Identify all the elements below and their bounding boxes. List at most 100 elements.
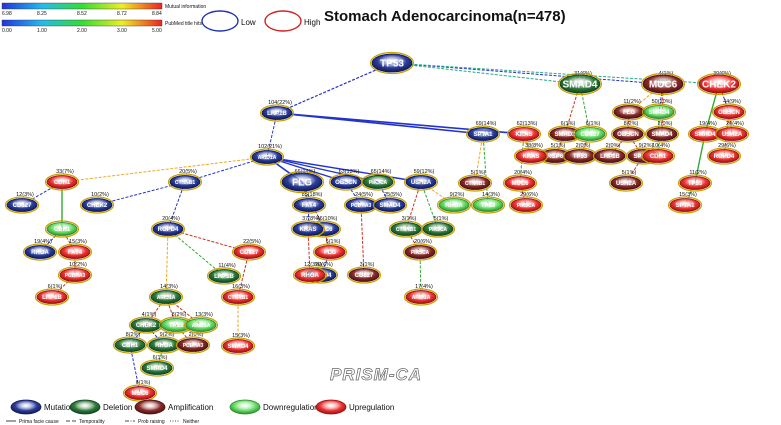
edge-label: 104(22%) (268, 100, 292, 106)
node-label: RHOA (31, 250, 49, 256)
scale-tick: 8.25 (37, 11, 47, 17)
edge-TP53-LRP1Ba (276, 62, 393, 114)
node-obscn[interactable]: OBSCN (711, 103, 747, 121)
node-muc6[interactable]: MUC6 (502, 174, 538, 192)
edge-label: 3(1%) (402, 216, 417, 222)
node-smad4[interactable]: SMAD4 (220, 337, 256, 355)
node-pcdha3[interactable]: PCDHA3 (343, 196, 379, 214)
node-cd827[interactable]: CD827 (4, 196, 40, 214)
node-chek2[interactable]: CHEK2 (128, 316, 164, 334)
range-low-ellipse (201, 10, 239, 32)
node-flg[interactable]: FLG (279, 170, 325, 194)
edge-label: 59(12%) (414, 169, 435, 175)
node-rhoa[interactable]: RHOA (436, 196, 472, 214)
node-ctnnb1[interactable]: CTNNB1 (457, 174, 493, 192)
node-ctnnb1[interactable]: CTNNB1 (388, 220, 424, 238)
node-muc6[interactable]: MUC6 (640, 72, 686, 96)
node-smad4[interactable]: SMAD4 (687, 125, 723, 143)
node-spta1[interactable]: SPTA1 (465, 125, 501, 143)
edge-label: 6(1%) (136, 380, 151, 386)
node-kras[interactable]: KRAS (506, 125, 542, 143)
node-pik3ca[interactable]: PIK3CA (360, 173, 396, 191)
node-arid1a[interactable]: ARID1A (403, 288, 439, 306)
node-label: LRP1B (42, 295, 62, 301)
node-label: CDH1 (650, 154, 667, 160)
node-ctnnb1[interactable]: CTNNB1 (220, 288, 256, 306)
node-lrp1b[interactable]: LRP1B (259, 104, 295, 122)
node-pcdha3[interactable]: PCDHA3 (175, 336, 211, 354)
legend-amplification-swatch (134, 399, 166, 415)
node-pik3ca[interactable]: PIK3CA (420, 220, 456, 238)
node-cd827[interactable]: CD827 (231, 243, 267, 261)
node-ush2a[interactable]: USH2A (608, 174, 644, 192)
edge-ARID1Aa-CDH1b (61, 156, 268, 183)
node-lrp1b[interactable]: LRP1B (206, 267, 242, 285)
edge-label: 24(5%) (355, 192, 373, 198)
node-pik3ca[interactable]: PIK3CA (508, 196, 544, 214)
node-cdh1[interactable]: CDH1 (112, 336, 148, 354)
edge-label: 22(5%) (243, 239, 261, 245)
node-spta1[interactable]: SPTA1 (667, 196, 703, 214)
scale-tick: 5.00 (152, 28, 162, 34)
node-arid1a[interactable]: ARID1A (249, 148, 285, 166)
node-label: TP53 (573, 154, 588, 160)
node-tp53[interactable]: TP53 (677, 174, 713, 192)
node-smad4[interactable]: SMAD4 (644, 125, 680, 143)
node-muc6[interactable]: MUC6 (122, 384, 158, 402)
edge-label: 9(2%) (160, 332, 175, 338)
edge-label: 20(6%) (414, 239, 432, 245)
scale-name-0: Mutual information (165, 4, 206, 10)
node-kras[interactable]: KRAS (290, 220, 326, 238)
node-label: USH2A (616, 181, 637, 187)
node-kras[interactable]: KRAS (513, 147, 549, 165)
legend-mutation-swatch (10, 399, 42, 415)
node-pik3ca[interactable]: PIK3CA (402, 243, 438, 261)
legend-upregulation-label: Upregulation (349, 403, 394, 412)
edge-label: 6(1%) (153, 355, 168, 361)
node-tp53[interactable]: TP53 (562, 147, 598, 165)
node-ush2a[interactable]: USH2A (403, 173, 439, 191)
node-label: RHOA (301, 273, 319, 279)
edge-label: 4(1%) (142, 312, 157, 318)
node-arid1a[interactable]: ARID1A (148, 288, 184, 306)
node-label: CTNNB1 (465, 181, 485, 187)
node-flg[interactable]: FLG (312, 243, 348, 261)
node-rgpd4[interactable]: RGPD4 (706, 147, 742, 165)
node-fat4[interactable]: FAT4 (291, 196, 327, 214)
node-rgpd4[interactable]: RGPD4 (150, 220, 186, 238)
scale-bar-0 (1, 2, 163, 10)
edge-label: 17(4%) (415, 284, 433, 290)
edge-label: 8(2%) (172, 312, 187, 318)
node-smad4[interactable]: SMAD4 (139, 359, 175, 377)
edge-OBSCNa-RGPD4a (723, 111, 730, 157)
node-smad4[interactable]: SMAD4 (557, 72, 603, 96)
node-cdh1[interactable]: CDH1 (44, 220, 80, 238)
node-cdh1[interactable]: CDH1 (640, 147, 676, 165)
edge-SMAD4b-CDH1a (657, 111, 660, 157)
node-pcdha3[interactable]: PCDHA3 (57, 266, 93, 284)
node-smad4[interactable]: SMAD4 (372, 196, 408, 214)
node-lrp1b[interactable]: LRP1B (34, 288, 70, 306)
node-cd827[interactable]: CD827 (346, 266, 382, 284)
node-rhoa[interactable]: RHOA (292, 266, 328, 284)
node-label: USH2A (722, 132, 743, 138)
node-lrp1b[interactable]: LRP1B (592, 147, 628, 165)
node-fat4[interactable]: FAT4 (57, 243, 93, 261)
node-tp53[interactable]: TP53 (369, 51, 415, 75)
node-chek2[interactable]: CHEK2 (79, 196, 115, 214)
node-cdh1[interactable]: CDH1 (44, 173, 80, 191)
node-tp53[interactable]: TP53 (470, 196, 506, 214)
node-cde27[interactable]: CDE27 (572, 125, 608, 143)
node-smad4[interactable]: SMAD4 (641, 103, 677, 121)
node-flg[interactable]: FLG (611, 103, 647, 121)
node-obscn[interactable]: OBSCN (610, 125, 646, 143)
edge-TP53-SMAD4a (391, 62, 581, 85)
node-ush2a[interactable]: USH2A (714, 125, 750, 143)
node-arid1a[interactable]: ARID1A (183, 316, 219, 334)
node-ctnnb1[interactable]: CTNNB1 (167, 173, 203, 191)
node-obscn[interactable]: OBSCN (328, 173, 364, 191)
node-rhoa[interactable]: RHOA (22, 243, 58, 261)
node-rhoa[interactable]: RHOA (146, 336, 182, 354)
node-chek2[interactable]: CHEK2 (696, 72, 742, 96)
